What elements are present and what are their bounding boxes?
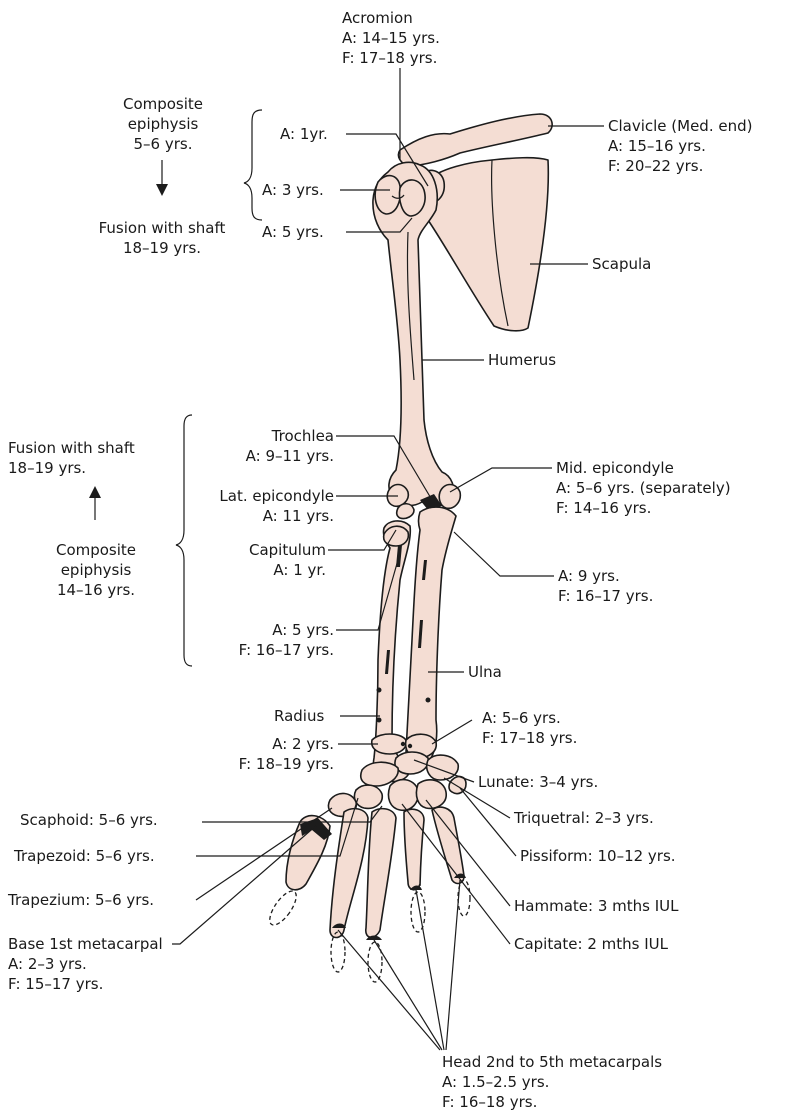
- ulna-lower-label: A: 5–6 yrs.F: 17–18 yrs.: [482, 708, 577, 748]
- a-5yrs-label: A: 5 yrs.: [262, 222, 324, 242]
- a-3yrs-label: A: 3 yrs.: [262, 180, 324, 200]
- upper-brace: [244, 110, 262, 220]
- metacarpal-3: [366, 809, 396, 938]
- triquetral-label: Triquetral: 2–3 yrs.: [514, 808, 654, 828]
- pisiform: [449, 777, 466, 794]
- humeral-head-epiphysis: [375, 176, 400, 214]
- radius-head-label: A: 5 yrs.F: 16–17 yrs.: [216, 620, 334, 660]
- hamate: [416, 780, 446, 809]
- hammate-label: Hammate: 3 mths IUL: [514, 896, 678, 916]
- down-arrow: [156, 184, 168, 196]
- trapezoid-label: Trapezoid: 5–6 yrs.: [14, 846, 155, 866]
- triquetral: [427, 755, 459, 780]
- radial-head-epiphysis: [384, 526, 409, 546]
- ulna-upper-label: A: 9 yrs.F: 16–17 yrs.: [558, 566, 653, 606]
- up-arrow: [89, 486, 101, 498]
- radius-lower-label: A: 2 yrs.F: 18–19 yrs.: [210, 734, 334, 774]
- pissiform-label: Pissiform: 10–12 yrs.: [520, 846, 676, 866]
- humerus-label: Humerus: [488, 350, 556, 370]
- metacarpal-5: [432, 807, 464, 883]
- scapula-label: Scapula: [592, 254, 651, 274]
- trapezium-label: Trapezium: 5–6 yrs.: [8, 890, 154, 910]
- a-1yr-label: A: 1yr.: [280, 124, 328, 144]
- clavicle-label: Clavicle (Med. end)A: 15–16 yrs.F: 20–22…: [608, 116, 752, 176]
- capitate-label: Capitate: 2 mths IUL: [514, 934, 668, 954]
- lunate-label: Lunate: 3–4 yrs.: [478, 772, 598, 792]
- ulna-label: Ulna: [468, 662, 502, 682]
- metacarpal-4: [404, 809, 424, 890]
- ulna: [406, 507, 456, 763]
- lower-brace: [176, 415, 192, 666]
- trapezoid: [354, 785, 382, 808]
- capitulum-epiphysis: [397, 504, 414, 519]
- greater-tubercle-epiphysis: [399, 180, 425, 216]
- scaphoid-label: Scaphoid: 5–6 yrs.: [20, 810, 158, 830]
- radius-label: Radius: [274, 706, 324, 726]
